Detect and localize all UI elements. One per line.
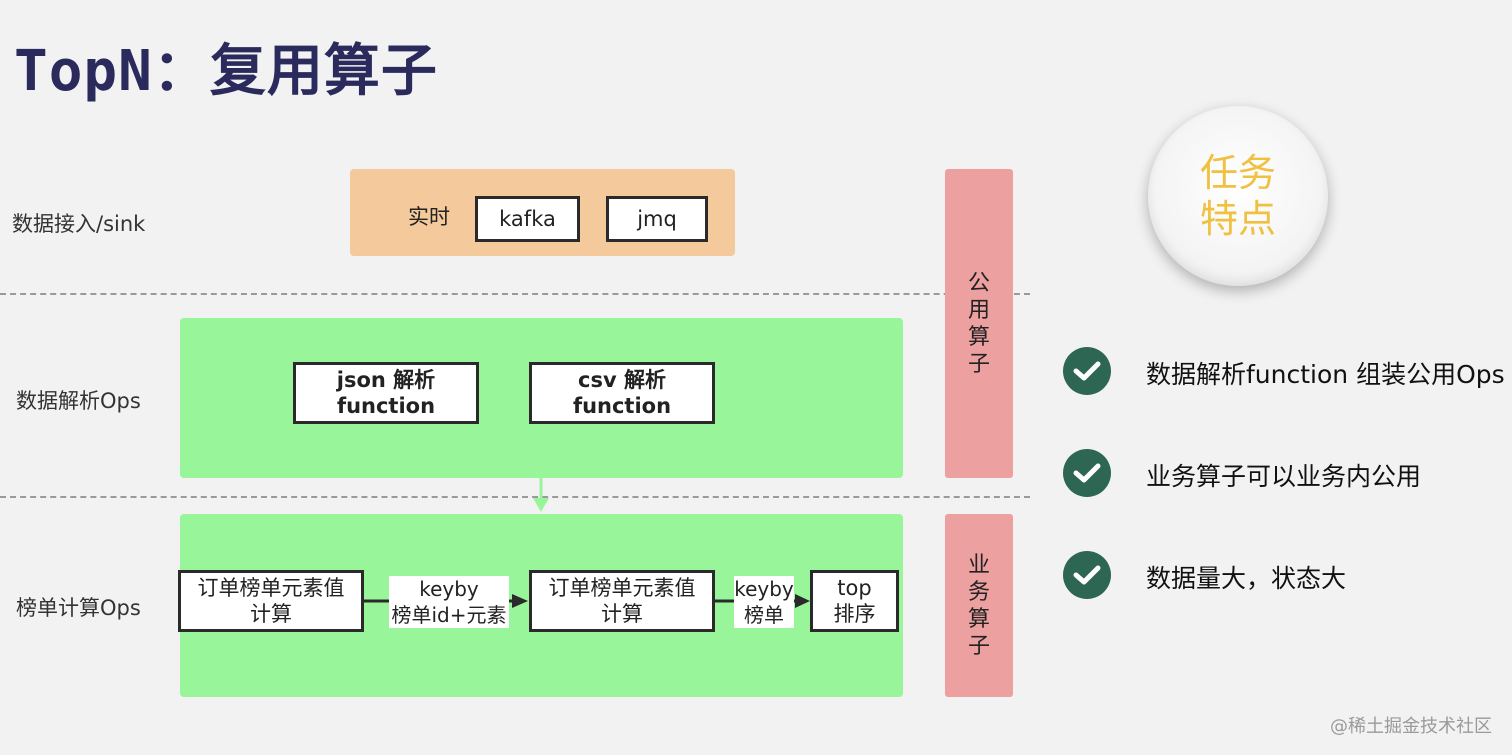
business-ops-char: 业 xyxy=(967,552,990,578)
keyby-label-1: keyby 榜单id+元素 xyxy=(389,576,509,628)
task-badge-line2: 特点 xyxy=(1199,197,1276,241)
rank-compute-2-line2: 计算 xyxy=(601,602,643,626)
jmq-box: jmq xyxy=(606,196,708,242)
rank-compute-2-line1: 订单榜单元素值 xyxy=(548,576,696,600)
rank-compute-1-line2: 计算 xyxy=(250,602,292,626)
business-ops-char: 子 xyxy=(967,633,990,659)
keyby-label-2-line2: 榜单 xyxy=(744,603,784,627)
keyby-label-2-line1: keyby xyxy=(734,577,794,601)
row-label-parse: 数据解析Ops xyxy=(16,389,141,413)
business-ops-char: 算 xyxy=(967,606,990,632)
common-ops-char: 算 xyxy=(967,324,990,350)
row-divider-top xyxy=(0,293,1030,295)
rank-compute-box-2: 订单榜单元素值 计算 xyxy=(529,570,715,632)
check-icon xyxy=(1063,347,1111,395)
keyby-label-1-line2: 榜单id+元素 xyxy=(391,603,507,627)
watermark: @稀土掘金技术社区 xyxy=(1330,716,1492,737)
csv-parse-box: csv 解析 function xyxy=(529,362,715,424)
row-label-rank: 榜单计算Ops xyxy=(16,596,141,620)
business-ops-char: 务 xyxy=(967,579,990,605)
task-badge-line1: 任务 xyxy=(1199,151,1276,195)
check-icon xyxy=(1063,551,1111,599)
kafka-label: kafka xyxy=(499,207,556,231)
csv-parse-line1: csv 解析 xyxy=(578,368,666,392)
feature-item: 数据量大，状态大 xyxy=(1146,564,1347,593)
row-divider-bottom xyxy=(0,496,1030,498)
top-sort-line1: top xyxy=(837,576,872,600)
feature-item: 数据解析function 组装公用Ops xyxy=(1146,360,1505,389)
keyby-label-1-line1: keyby xyxy=(419,577,479,601)
top-sort-box: top 排序 xyxy=(810,570,899,632)
json-parse-line1: json 解析 xyxy=(336,368,436,392)
parse-to-rank-arrow xyxy=(533,478,549,512)
page-title: TopN：复用算子 xyxy=(14,39,438,104)
common-ops-band: 公 用 算 子 xyxy=(945,169,1013,478)
json-parse-line2: function xyxy=(336,394,436,418)
top-sort-line2: 排序 xyxy=(833,602,876,626)
kafka-box: kafka xyxy=(475,196,580,242)
rank-compute-1-line1: 订单榜单元素值 xyxy=(197,576,345,600)
realtime-label: 实时 xyxy=(408,205,450,229)
task-features-badge: 任务 特点 xyxy=(1148,106,1328,286)
common-ops-char: 用 xyxy=(967,297,990,323)
business-ops-band: 业 务 算 子 xyxy=(945,514,1013,697)
jmq-label: jmq xyxy=(637,207,677,231)
feature-item: 业务算子可以业务内公用 xyxy=(1146,462,1422,491)
check-icon xyxy=(1063,449,1111,497)
rank-compute-box-1: 订单榜单元素值 计算 xyxy=(178,570,364,632)
keyby-label-2: keyby 榜单 xyxy=(734,576,794,628)
json-parse-box: json 解析 function xyxy=(293,362,479,424)
common-ops-char: 公 xyxy=(967,270,990,296)
row-label-ingest: 数据接入/sink xyxy=(12,212,146,236)
common-ops-char: 子 xyxy=(967,351,990,377)
csv-parse-line2: function xyxy=(572,394,672,418)
